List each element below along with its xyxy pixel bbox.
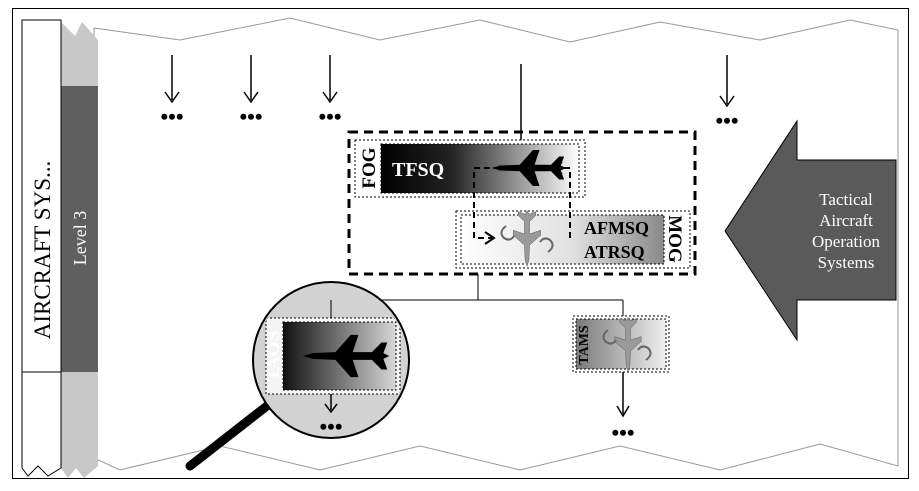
callout-line-2: Aircraft xyxy=(819,211,873,230)
callout-line-4: Systems xyxy=(818,253,875,272)
magnifier-handle xyxy=(185,397,277,471)
ellipsis-2: ••• xyxy=(239,104,262,129)
callout-line-3: Operation xyxy=(812,232,880,251)
tfsq-label: TFSQ xyxy=(392,159,444,181)
ellipsis-4: ••• xyxy=(715,108,738,133)
tams-box: TAMS xyxy=(572,315,670,418)
sidebar-level-label: Level 3 xyxy=(70,211,90,265)
ellipsis-tams: ••• xyxy=(611,420,634,445)
taos-label: TAOS xyxy=(263,331,284,381)
afmsq-label: AFMSQ xyxy=(584,218,649,238)
ellipsis-taos: ••• xyxy=(319,414,342,439)
ellipsis-3: ••• xyxy=(318,104,341,129)
tams-label: TAMS xyxy=(577,325,592,365)
magnifier: TAOS ••• xyxy=(185,281,410,471)
frame-border xyxy=(12,8,909,479)
fog-box: FOG TFSQ xyxy=(354,139,586,198)
feedback-loop xyxy=(473,167,571,239)
atrsq-label: ATRSQ xyxy=(584,242,645,262)
wing-group-border xyxy=(347,130,697,276)
ellipsis-1: ••• xyxy=(160,104,183,129)
callout-line-1: Tactical xyxy=(819,190,873,209)
mog-box: MOG AFMSQ ATRSQ xyxy=(455,210,691,269)
fog-label: FOG xyxy=(359,147,380,188)
tams-maintenance-icon xyxy=(602,316,652,372)
top-arrows xyxy=(164,55,735,148)
sidebar: AIRCRAFT SYS... Level 3 xyxy=(21,19,98,478)
sidebar-level-band xyxy=(61,86,98,372)
tactical-arrow: Tactical Aircraft Operation Systems xyxy=(724,119,897,342)
sidebar-title: AIRCRAFT SYS... xyxy=(30,161,55,340)
mog-label: MOG xyxy=(664,215,685,263)
maintenance-wrench-icon xyxy=(500,210,554,267)
